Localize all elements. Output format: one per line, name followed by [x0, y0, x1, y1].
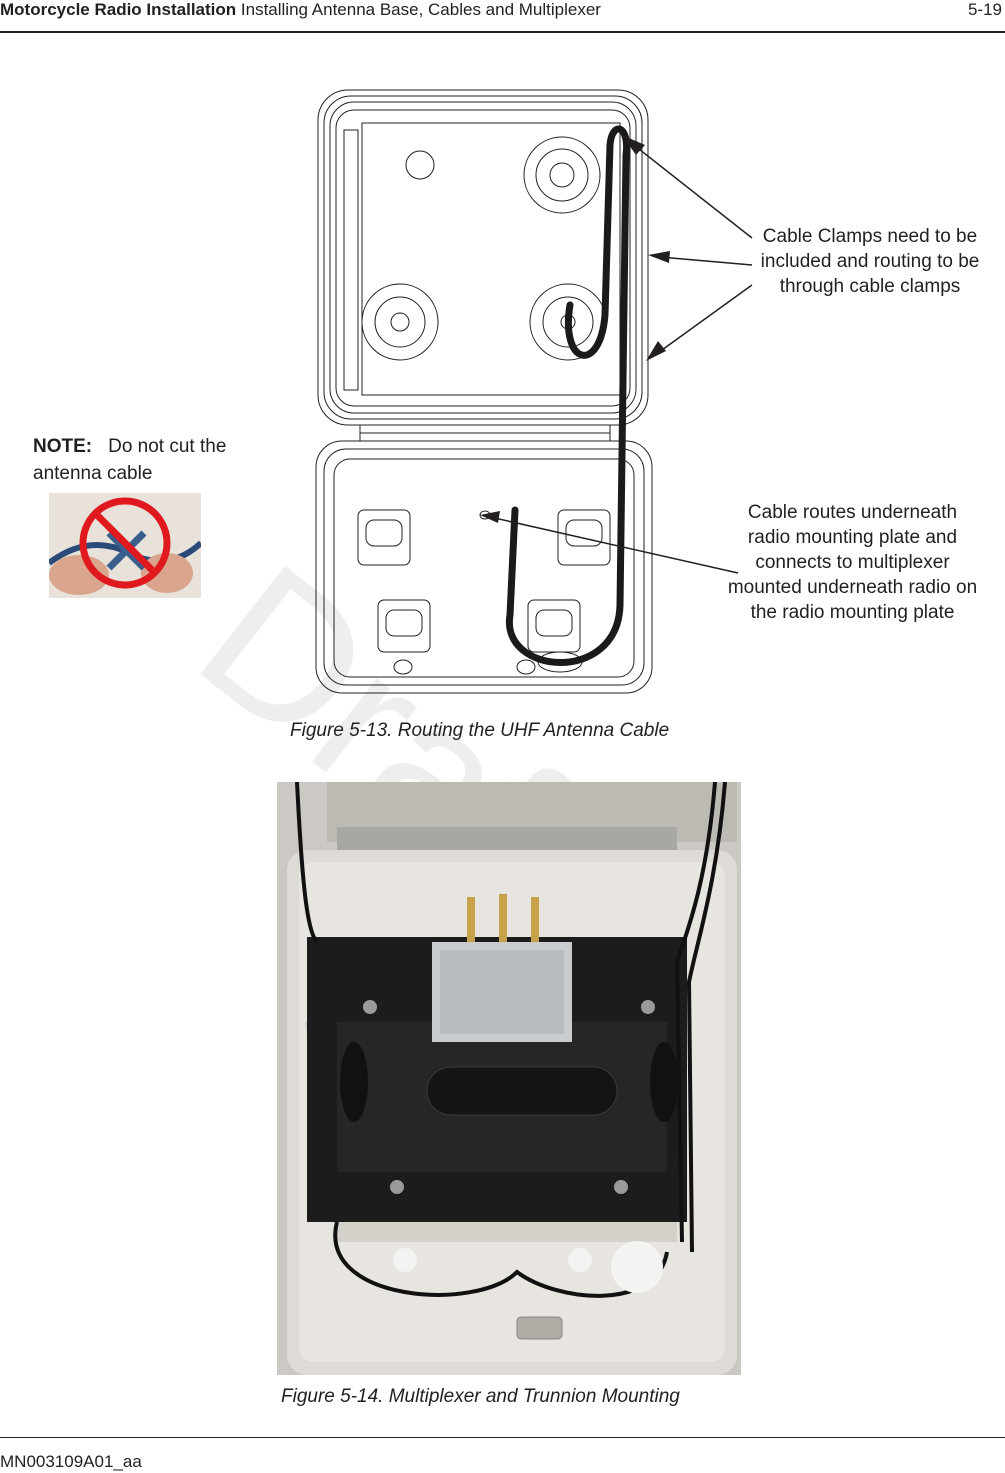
- figure-5-14-caption: Figure 5-14. Multiplexer and Trunnion Mo…: [281, 1386, 680, 1407]
- no-cut-cable-icon: [49, 493, 201, 598]
- header-divider: [0, 31, 1005, 33]
- header-title: Motorcycle Radio Installation Installing…: [0, 0, 601, 20]
- note-block: NOTE:Do not cut the antenna cable: [33, 433, 233, 487]
- page-header: Motorcycle Radio Installation Installing…: [0, 0, 1005, 32]
- header-section-subtitle: Installing Antenna Base, Cables and Mult…: [240, 0, 601, 19]
- cable-clamp-callout: Cable Clamps need to be included and rou…: [760, 226, 980, 297]
- note-label: NOTE:: [33, 436, 93, 457]
- figure-5-13-caption: Figure 5-13. Routing the UHF Antenna Cab…: [290, 720, 670, 741]
- footer-divider: [0, 1437, 1005, 1438]
- enclosure-line-drawing: [315, 89, 753, 694]
- multiplexer-trunnion-photo: [277, 782, 741, 1375]
- document-number: MN003109A01_aa: [0, 1452, 142, 1471]
- page-number: 5-19: [967, 0, 1002, 19]
- header-section-bold: Motorcycle Radio Installation: [0, 0, 237, 19]
- cable-route-callout: Cable routes underneath radio mounting p…: [727, 502, 978, 623]
- note-text: Do not cut the antenna cable: [33, 436, 227, 484]
